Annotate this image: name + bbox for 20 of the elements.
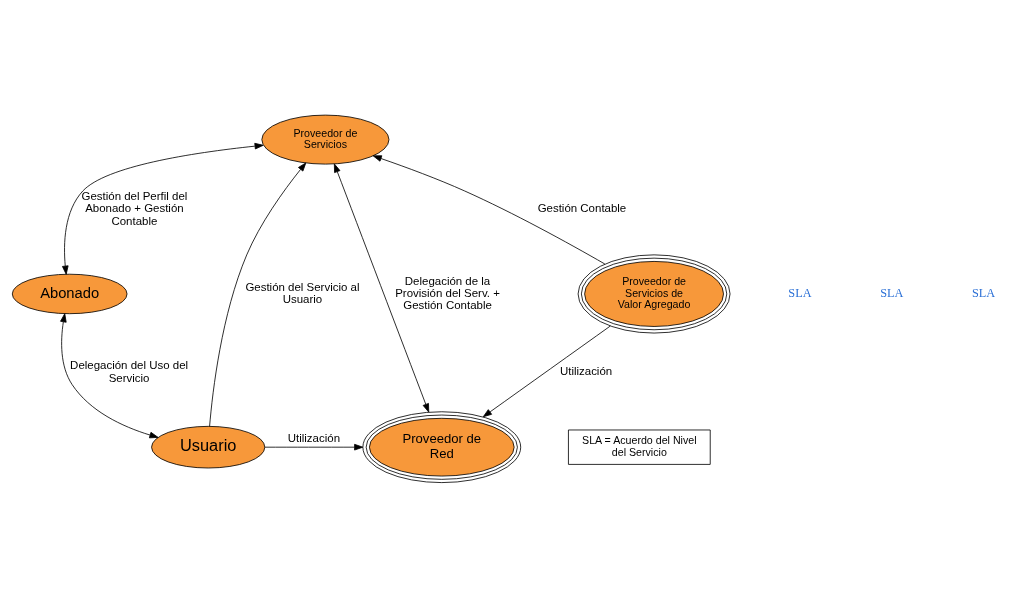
node-ellipse: Abonado [11,273,128,315]
arrow [62,142,264,275]
arrow [60,313,159,439]
arrow [209,162,307,427]
label: SLA [788,285,812,300]
arrow [482,325,611,418]
label: SLA [971,285,996,300]
edge-label: Gestión del Perfil del Abonado + Gestión Contable [81,190,188,227]
node-ellipse: Usuario [151,425,266,469]
arrow [264,443,364,451]
edge-label: Utilización [559,365,613,378]
label: SLA [880,285,904,300]
edge-label: Delegación del Uso del Servicio [70,359,189,384]
edge-label: Delegación de la Provisión del Serv. + Gestión Contable [395,274,500,312]
node-box: SLA = Acuerdo del Nivel del Servicio [568,429,711,465]
arrow [333,163,430,413]
arrow [372,155,606,265]
edge-label: Gestión Contable [537,202,627,215]
edge-label: Gestión del Servicio al Usuario [245,280,360,306]
edge-label: Utilización [287,431,341,444]
